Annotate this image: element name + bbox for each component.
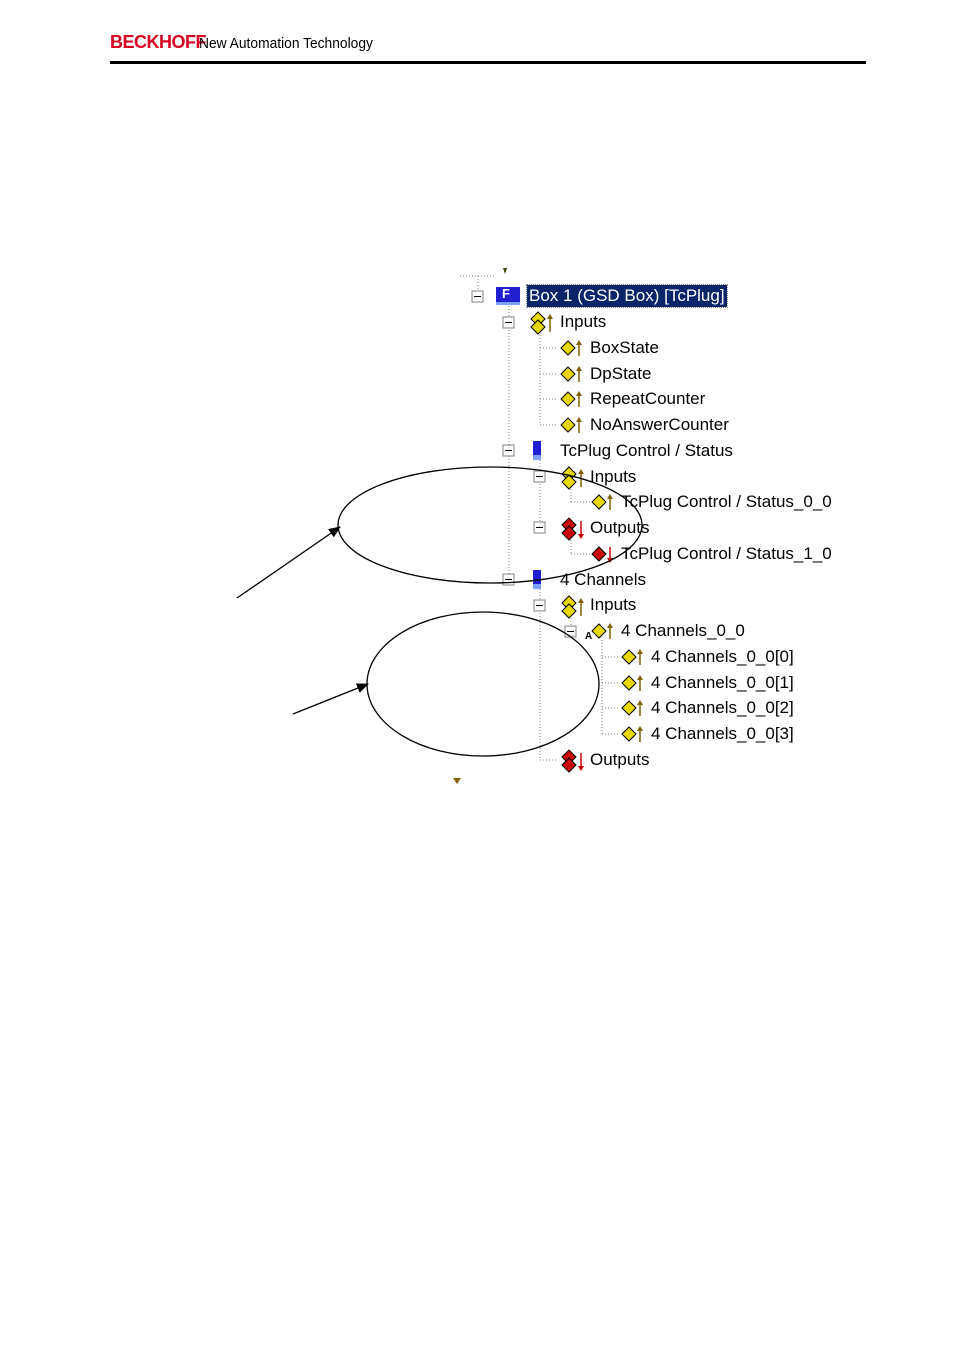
box-icon-letter: F (502, 286, 510, 301)
input-variable-icon (621, 649, 643, 665)
input-variable-icon (560, 391, 582, 407)
tree-node-label: DpState (590, 364, 652, 383)
tree-node-label: 4 Channels_0_0[1] (651, 673, 794, 692)
tree-node-label: TcPlug Control / Status_0_0 (621, 492, 832, 511)
array-marker: A (585, 631, 593, 642)
tree-node-label: Inputs (590, 595, 637, 614)
tree-node-label: Inputs (560, 312, 607, 331)
callout-arrow-channels (292, 683, 369, 715)
tree-node-label: RepeatCounter (590, 389, 706, 408)
output-group-icon (561, 749, 584, 773)
tree-node-label: Outputs (590, 518, 650, 537)
module-icon (533, 570, 541, 589)
tree-node-label: Outputs (590, 750, 650, 769)
module-icon (533, 441, 541, 460)
input-group-icon (561, 595, 584, 619)
input-variable-icon (591, 494, 613, 510)
brand-logo: BECKHOFF (110, 32, 207, 52)
tree-node-label: NoAnswerCounter (590, 415, 729, 434)
callout-arrow-tcplug (236, 526, 341, 599)
input-group-icon (561, 466, 584, 490)
tree-node-label: BoxState (590, 338, 659, 357)
input-variable-icon (621, 700, 643, 716)
tree-node-label: Inputs (590, 467, 637, 486)
input-variable-icon (560, 417, 582, 433)
input-variable-icon (560, 340, 582, 356)
header-rule (110, 61, 866, 64)
input-group-icon (530, 311, 553, 335)
tree-node-label: TcPlug Control / Status (560, 441, 733, 460)
callout-ellipse-channels (366, 611, 600, 757)
tree-node-label: 4 Channels_0_0[2] (651, 698, 794, 717)
output-group-icon (561, 517, 584, 541)
input-variable-icon (560, 366, 582, 382)
tree-node-label: 4 Channels_0_0[3] (651, 724, 794, 743)
input-variable-icon (621, 726, 643, 742)
root-partial-icon (453, 268, 507, 784)
brand-tagline: New Automation Technology (199, 35, 373, 52)
tree-node-label: Box 1 (GSD Box) [TcPlug] (526, 284, 728, 308)
tree-node-label: TcPlug Control / Status_1_0 (621, 544, 832, 563)
tree-node-label: 4 Channels_0_0[0] (651, 647, 794, 666)
box-icon (496, 287, 520, 305)
tree-node-label: 4 Channels (560, 570, 647, 589)
input-variable-icon (621, 675, 643, 691)
tree-node-label: 4 Channels_0_0 (621, 621, 745, 640)
input-variable-icon (591, 623, 613, 639)
callout-ellipse-tcplug (337, 466, 643, 584)
